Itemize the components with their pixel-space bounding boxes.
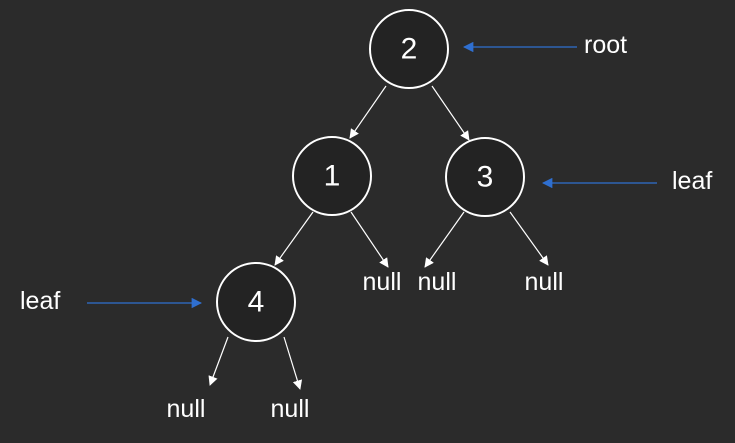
node-label: 3 (477, 161, 494, 194)
tree-node-2: 2 (369, 9, 449, 89)
edge-1-to-4 (274, 211, 314, 266)
tree-node-1: 1 (292, 136, 372, 216)
leaf-annotation-left: leaf (20, 287, 60, 315)
tree-node-3: 3 (445, 137, 525, 217)
edge-4-to-null-right (283, 336, 303, 390)
leaf-annotation-right: leaf (672, 167, 712, 195)
node-circle (445, 137, 525, 217)
null-label-node3-right: null (525, 268, 564, 296)
edge-2-to-3 (431, 85, 470, 141)
node-circle (216, 262, 296, 342)
tree-node-4: 4 (216, 262, 296, 342)
edge-2-to-1 (349, 85, 387, 139)
null-label-node3-left: null (418, 268, 457, 296)
root-annotation: root (584, 31, 627, 59)
edge-4-to-null-left (208, 336, 229, 386)
node-circle (292, 136, 372, 216)
edge-3-to-null-right (509, 211, 549, 266)
edge-1-to-null (350, 211, 389, 268)
null-label-node4-right: null (271, 395, 310, 423)
edge-3-to-null-left (424, 211, 465, 268)
null-label-node1-right: null (363, 268, 402, 296)
node-label: 1 (324, 160, 341, 193)
node-label: 2 (401, 33, 418, 66)
null-label-node4-left: null (167, 395, 206, 423)
node-circle (369, 9, 449, 89)
node-label: 4 (248, 286, 265, 319)
